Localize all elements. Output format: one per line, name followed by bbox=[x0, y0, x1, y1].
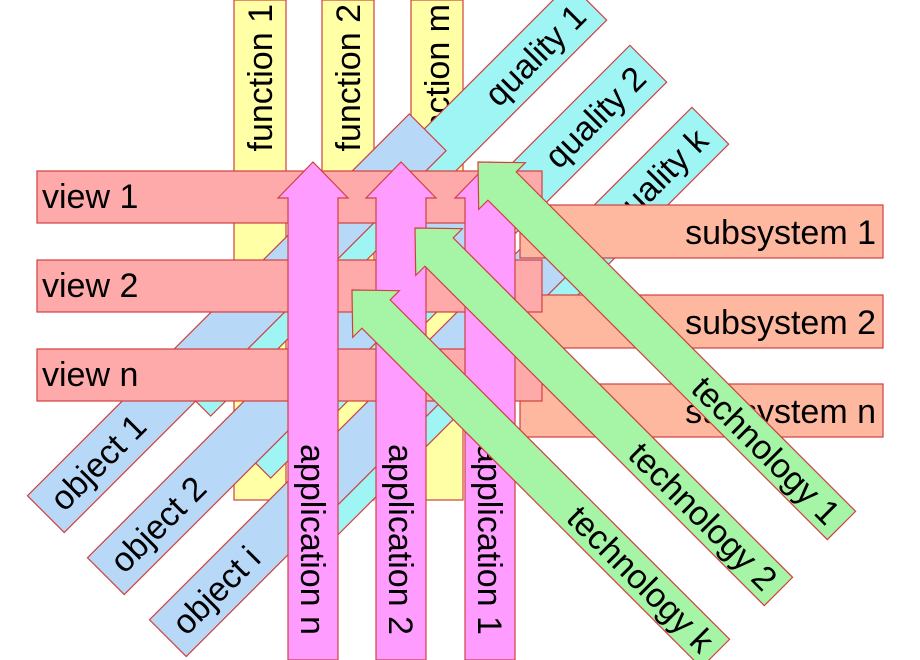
application-arrow-n: application n bbox=[276, 161, 350, 660]
subsystem-band-2: subsystem 2 bbox=[519, 294, 884, 349]
application-2-label: application 2 bbox=[381, 444, 419, 635]
view-2-label: view 2 bbox=[42, 267, 138, 305]
subsystem-1-label: subsystem 1 bbox=[685, 214, 876, 252]
subsystem-2-band bbox=[519, 294, 884, 349]
view-1-label: view 1 bbox=[42, 178, 138, 216]
application-arrow-2: application 2 bbox=[364, 161, 438, 660]
application-2-arrow bbox=[364, 161, 438, 660]
view-n-label: view n bbox=[42, 356, 138, 394]
application-n-arrow bbox=[276, 161, 350, 660]
application-1-label: application 1 bbox=[470, 444, 508, 635]
technology-k-arrow bbox=[351, 289, 731, 660]
subsystem-2-label: subsystem 2 bbox=[685, 304, 876, 342]
function-2-label: function 2 bbox=[330, 4, 368, 151]
technology-1-arrow bbox=[477, 161, 857, 541]
function-1-label: function 1 bbox=[242, 4, 280, 151]
object-band-i: object i bbox=[148, 237, 569, 658]
technology-2-arrow bbox=[414, 227, 794, 607]
quality-2-label: quality 2 bbox=[538, 59, 654, 175]
application-n-label: application n bbox=[293, 444, 331, 635]
